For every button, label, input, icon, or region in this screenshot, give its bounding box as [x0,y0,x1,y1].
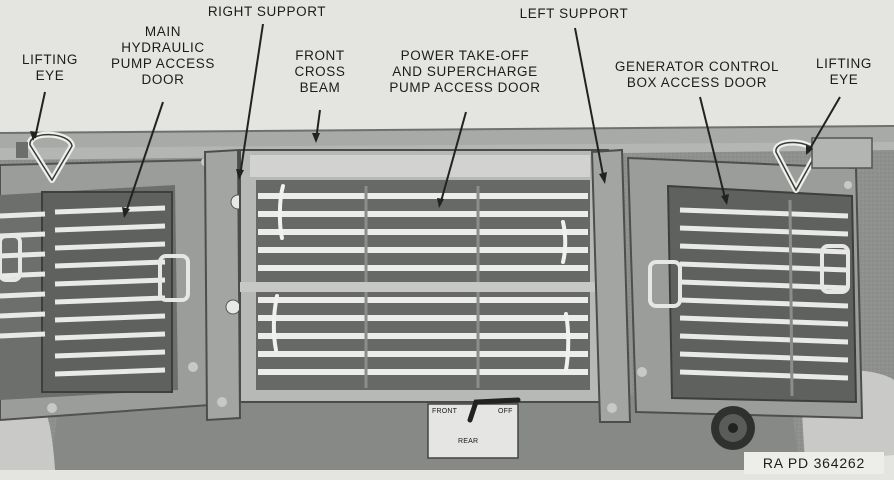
valve-label-off: OFF [498,408,513,415]
label-power-takeoff-access-door: POWER TAKE-OFF AND SUPERCHARGE PUMP ACCE… [389,48,541,95]
valve-label-rear: REAR [458,438,479,445]
reference-number: RA PD 364262 [744,452,884,474]
label-lifting-eye-right: LIFTING EYE [816,56,872,87]
callout-arrowheads [30,131,813,218]
main-hydraulic-pump-access-door [0,158,212,422]
label-right-support: RIGHT SUPPORT [207,4,327,19]
callout-leader-lines [34,23,841,216]
left-lifting-eye [16,131,75,183]
right-support-bracket [203,148,246,422]
right-door-louvers [679,207,849,381]
fuel-selector-valve-plate [427,397,521,459]
power-takeoff-access-door [239,149,617,403]
left-support-bracket [590,148,632,423]
center-door-louvers [258,193,588,375]
label-lifting-eye-left: LIFTING EYE [22,52,78,83]
label-generator-control-box-access-door: GENERATOR CONTROL BOX ACCESS DOOR [614,59,780,90]
left-door-louvers [0,205,166,377]
valve-label-front: FRONT [432,408,458,415]
label-main-hydraulic-pump-access-door: MAIN HYDRAULIC PUMP ACCESS DOOR [111,24,215,87]
label-left-support: LEFT SUPPORT [519,6,629,21]
label-front-cross-beam: FRONT CROSS BEAM [294,48,346,95]
generator-control-box-access-door [626,156,864,420]
right-lifting-eye [773,137,873,193]
round-breather-fitting [711,406,755,450]
